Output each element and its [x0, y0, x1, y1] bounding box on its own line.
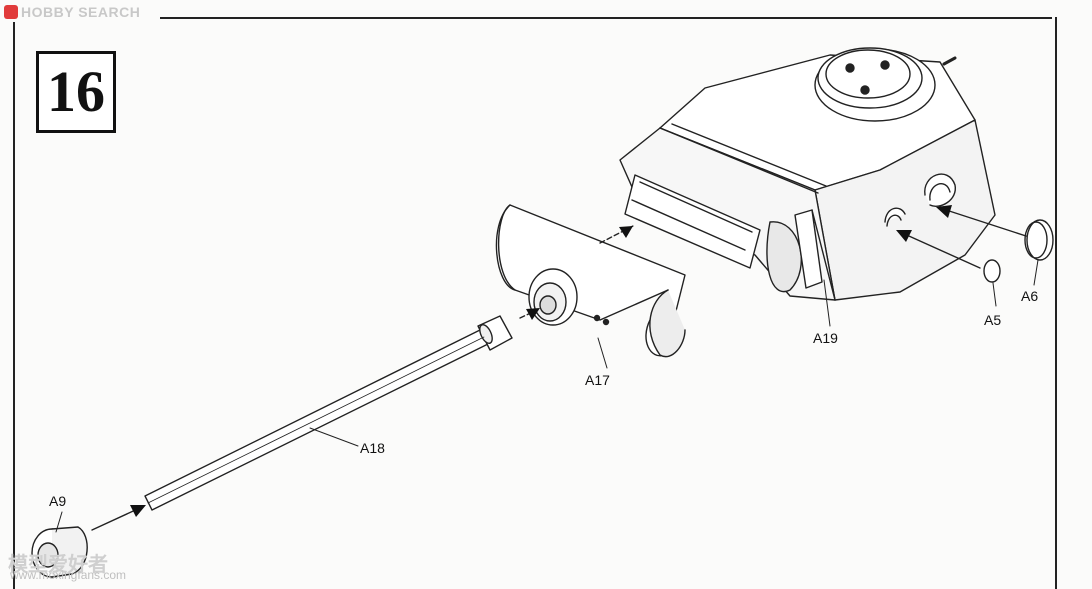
- frame-right-border: [1055, 17, 1057, 589]
- moxingfans-url: www.moxingfans.com: [10, 568, 127, 582]
- label-a9: A9: [49, 493, 67, 509]
- logo-icon: [4, 5, 18, 19]
- part-a6-disc: [1024, 219, 1054, 261]
- label-a17: A17: [585, 372, 610, 388]
- label-a5: A5: [984, 312, 1002, 328]
- frame-left-border: [13, 22, 15, 589]
- barrel-part-a18: [144, 315, 513, 511]
- hobby-search-watermark: HOBBY SEARCH: [4, 4, 140, 20]
- part-a5-disc: [983, 259, 1001, 283]
- label-a18: A18: [360, 440, 385, 456]
- turret-part-a19: [619, 47, 996, 301]
- assembly-arrows: [91, 205, 1027, 531]
- step-number: 16: [36, 51, 116, 133]
- label-a19: A19: [813, 330, 838, 346]
- frame-top-border: [160, 17, 1052, 19]
- muzzle-part-a9: [31, 526, 88, 578]
- moxingfans-watermark: 模型爱好者: [8, 554, 108, 576]
- watermark-text: HOBBY SEARCH: [21, 4, 141, 20]
- mantlet-part-a17: [495, 204, 686, 358]
- leader-lines: [55, 259, 1039, 533]
- label-a6: A6: [1021, 288, 1039, 304]
